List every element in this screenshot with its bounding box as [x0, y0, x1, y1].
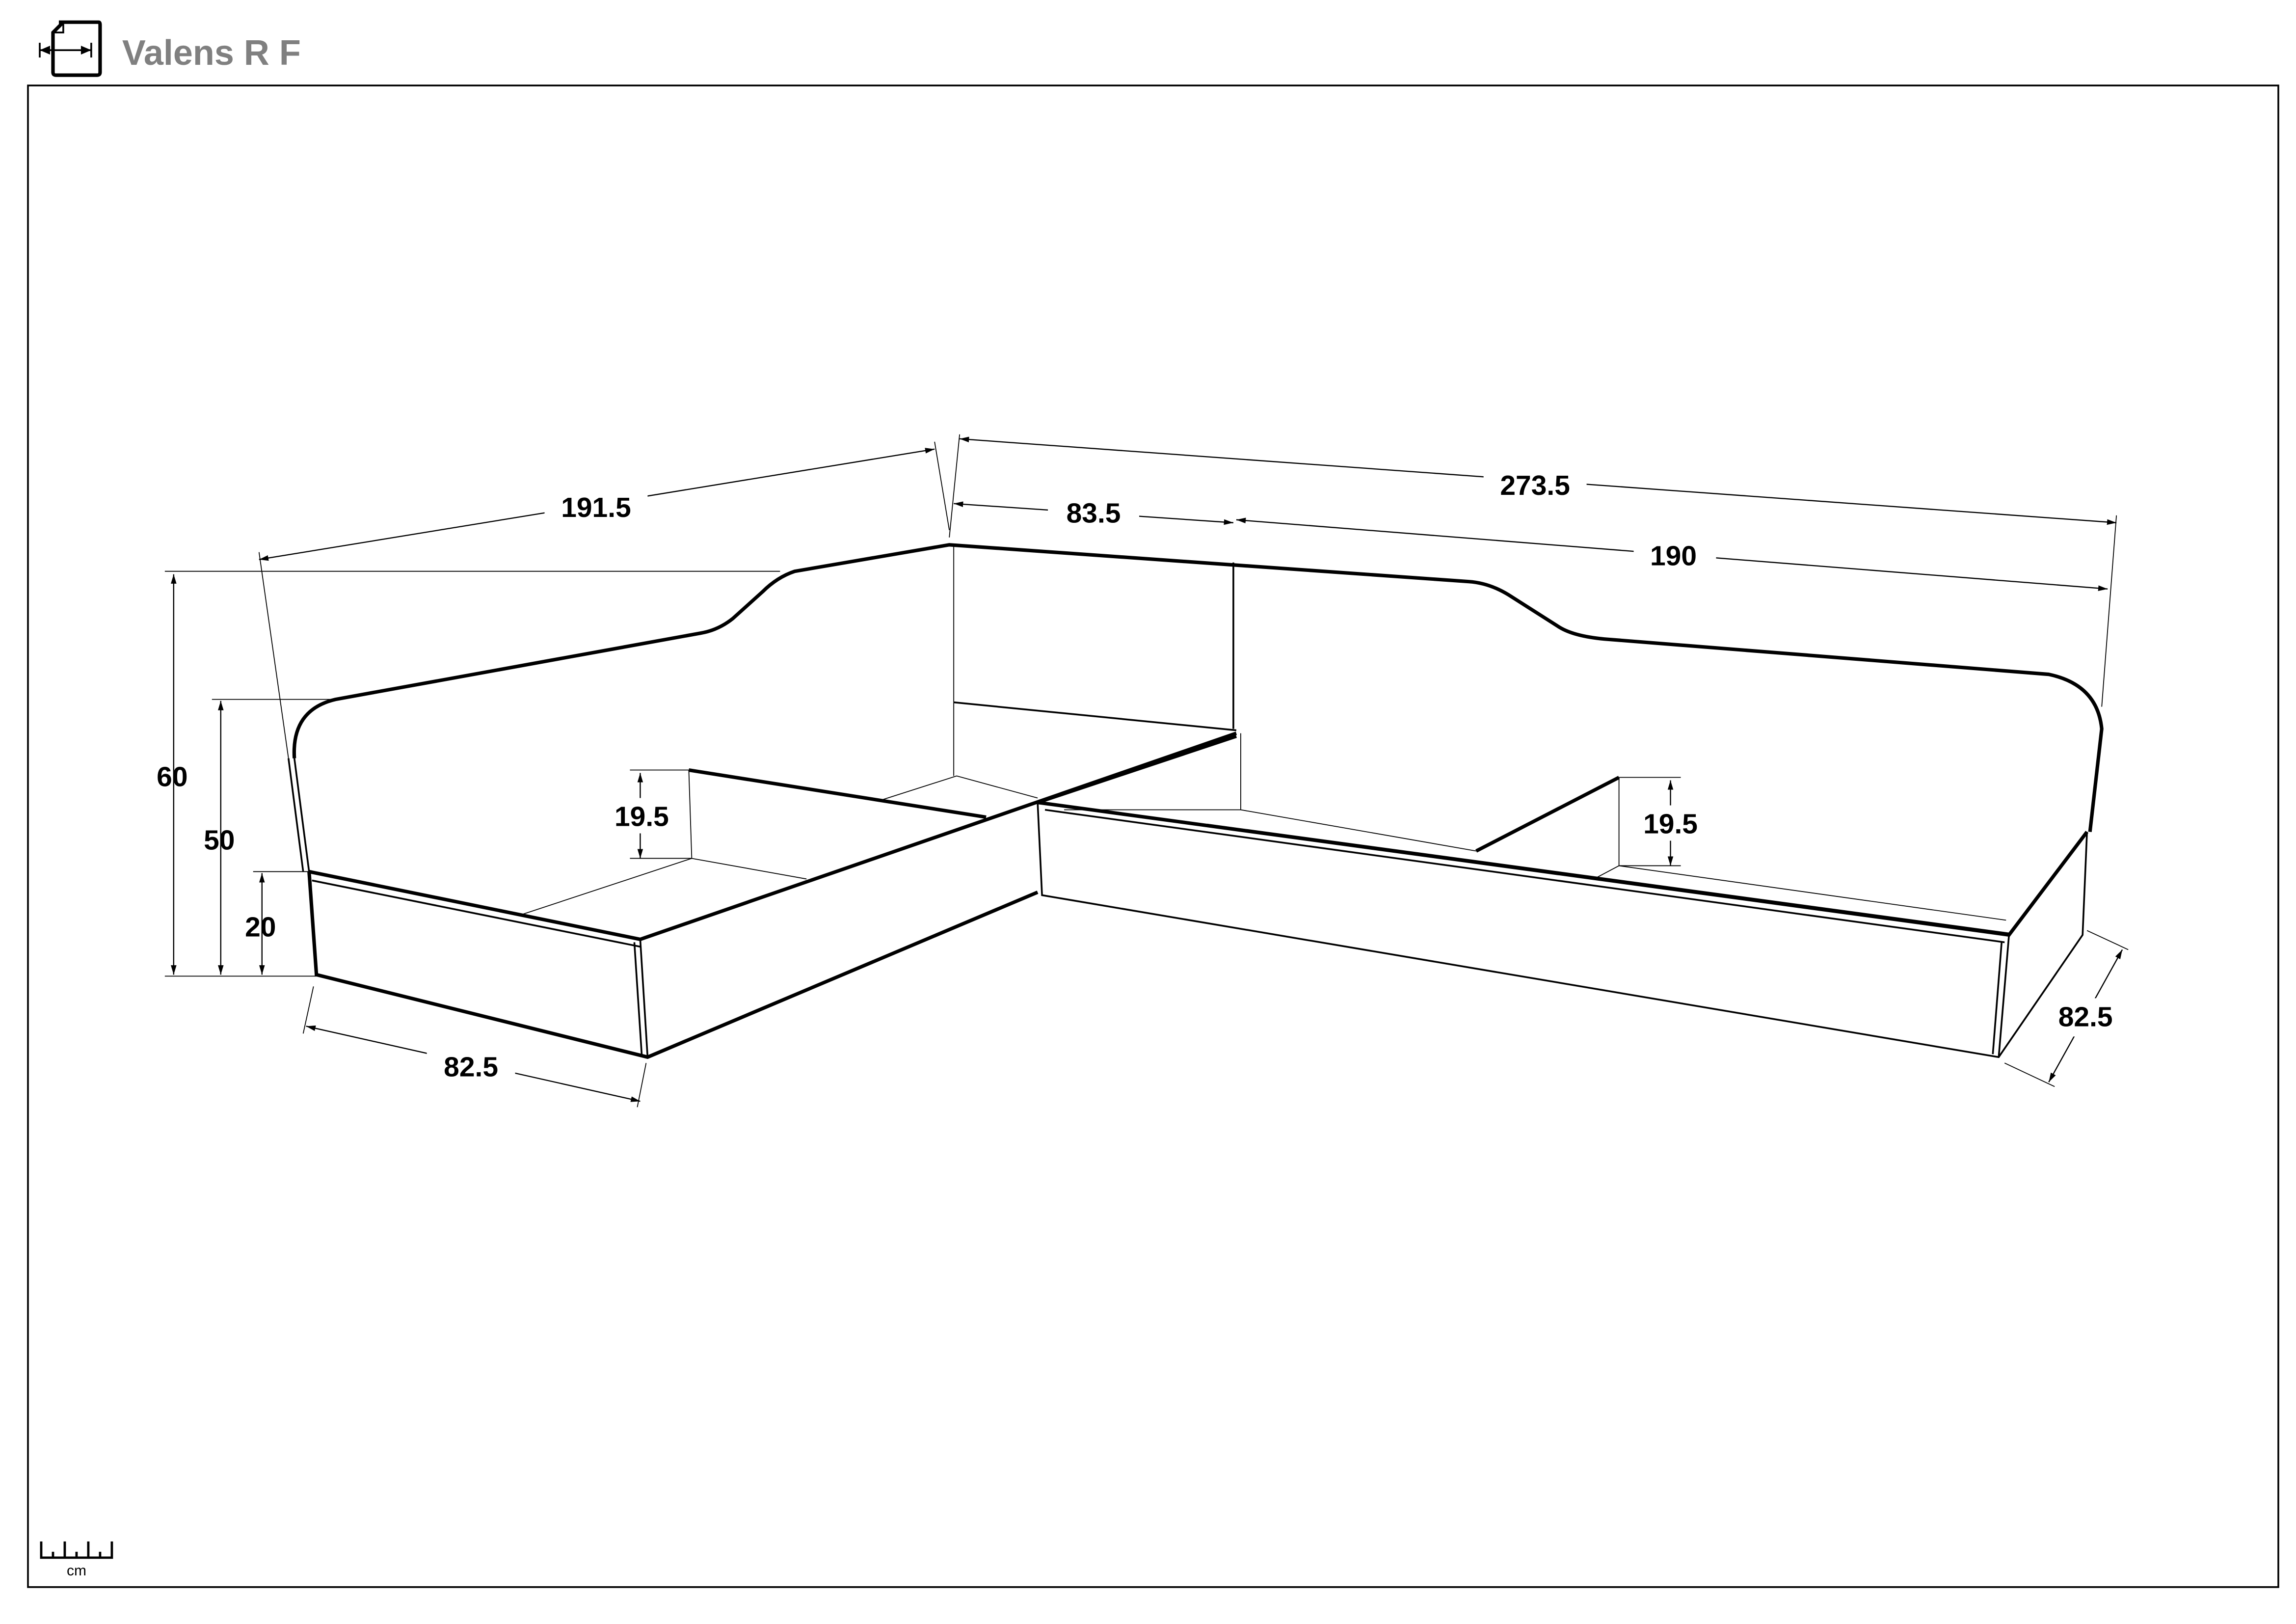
dim-height-base: 20	[245, 911, 276, 943]
ruler-icon	[40, 1541, 113, 1559]
dimension-document-icon	[39, 20, 102, 77]
scale-unit: cm	[67, 1563, 86, 1579]
page-title: Valens R F	[122, 33, 301, 73]
dim-depth-left: 82.5	[444, 1051, 498, 1083]
dim-partition-left: 19.5	[614, 801, 669, 832]
dimension-lines	[164, 434, 2129, 1108]
dim-depth-right: 82.5	[2058, 1001, 2113, 1032]
drawing-frame	[27, 84, 2279, 1588]
dim-right-bed-length: 190	[1650, 541, 1697, 572]
dim-total-right-length: 273.5	[1500, 470, 1570, 501]
dim-height-backrest: 50	[204, 824, 235, 856]
dim-corner-width: 83.5	[1067, 498, 1121, 529]
corner-bed-drawing	[287, 543, 2104, 1059]
dim-total-left-length: 191.5	[561, 492, 631, 523]
dim-height-total: 60	[157, 761, 187, 793]
dim-partition-right: 19.5	[1643, 808, 1698, 839]
